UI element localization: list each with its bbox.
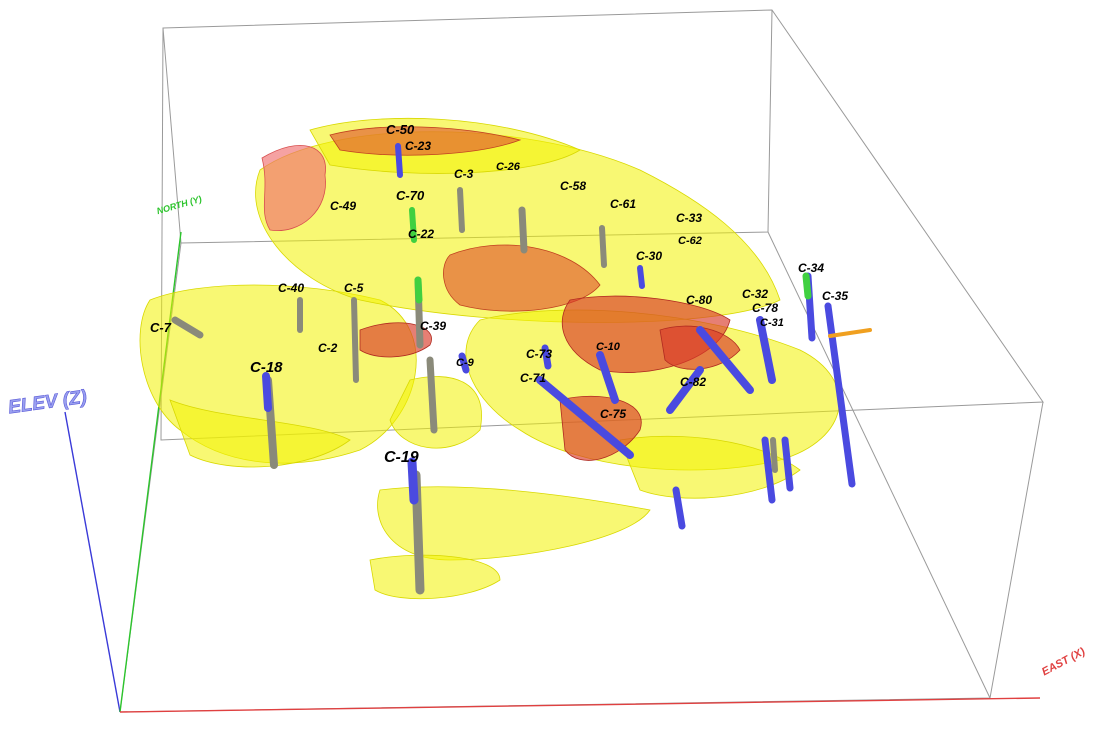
label-C-30: C-30 xyxy=(636,249,662,263)
label-C-26: C-26 xyxy=(496,161,521,173)
label-C-5: C-5 xyxy=(344,281,364,295)
label-C-35: C-35 xyxy=(822,289,848,303)
drillhole-labels: C-50 C-23 C-70 C-33 C-32 C-30 C-34 C-35 … xyxy=(150,122,848,466)
label-C-39: C-39 xyxy=(420,319,446,333)
label-C-78: C-78 xyxy=(752,301,778,315)
label-C-2: C-2 xyxy=(318,341,338,355)
label-C-22: C-22 xyxy=(408,227,434,241)
label-C-50: C-50 xyxy=(386,122,415,137)
label-C-73: C-73 xyxy=(526,347,552,361)
label-C-18: C-18 xyxy=(250,359,283,376)
east-axis-line xyxy=(119,697,1041,713)
label-C-34: C-34 xyxy=(798,261,824,275)
ore-shells xyxy=(139,117,840,600)
elev-axis-line xyxy=(64,411,121,713)
label-C-75: C-75 xyxy=(600,407,626,421)
label-C-31: C-31 xyxy=(760,317,784,329)
label-C-49: C-49 xyxy=(330,199,356,213)
label-C-33: C-33 xyxy=(676,211,702,225)
label-C-58: C-58 xyxy=(560,179,586,193)
label-C-71: C-71 xyxy=(520,371,546,385)
ore-cores xyxy=(261,126,741,461)
label-C-32: C-32 xyxy=(742,287,768,301)
label-C-9: C-9 xyxy=(456,357,475,369)
label-C-19: C-19 xyxy=(384,449,419,466)
label-C-80: C-80 xyxy=(686,293,712,307)
label-C-62: C-62 xyxy=(678,235,702,247)
label-C-40: C-40 xyxy=(278,281,304,295)
label-C-82: C-82 xyxy=(680,375,706,389)
label-C-23: C-23 xyxy=(405,139,431,153)
label-C-7: C-7 xyxy=(150,320,172,335)
label-C-61: C-61 xyxy=(610,197,636,211)
label-C-10: C-10 xyxy=(596,341,621,353)
label-C-3: C-3 xyxy=(454,167,474,181)
label-C-70: C-70 xyxy=(396,188,425,203)
drillholes xyxy=(171,143,872,595)
